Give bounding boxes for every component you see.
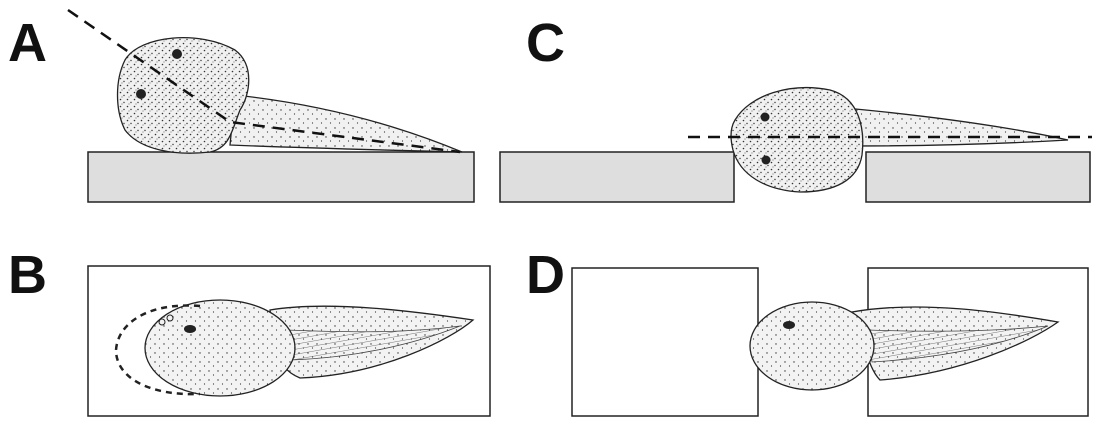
panel-c bbox=[500, 88, 1092, 202]
tadpole-d-top-view bbox=[750, 302, 1058, 390]
eye-a-1 bbox=[172, 49, 182, 59]
eye-b-1 bbox=[184, 325, 196, 333]
eye-c-1 bbox=[761, 113, 770, 122]
panel-label-d: D bbox=[526, 248, 565, 302]
eye-a-2 bbox=[136, 89, 146, 99]
platform-c-right bbox=[866, 152, 1090, 202]
eye-c-2 bbox=[762, 156, 771, 165]
tadpole-b-top-view bbox=[116, 300, 473, 396]
panel-b bbox=[88, 266, 490, 416]
platform-a bbox=[88, 152, 474, 202]
frame-d-left bbox=[572, 268, 758, 416]
platform-c-left bbox=[500, 152, 734, 202]
tadpole-a-side-view bbox=[118, 38, 463, 154]
panel-a bbox=[68, 10, 474, 202]
panel-d bbox=[572, 268, 1088, 416]
eye-d-1 bbox=[783, 321, 795, 329]
panel-label-b: B bbox=[8, 248, 47, 302]
panel-label-a: A bbox=[8, 16, 47, 70]
panel-label-c: C bbox=[526, 16, 565, 70]
